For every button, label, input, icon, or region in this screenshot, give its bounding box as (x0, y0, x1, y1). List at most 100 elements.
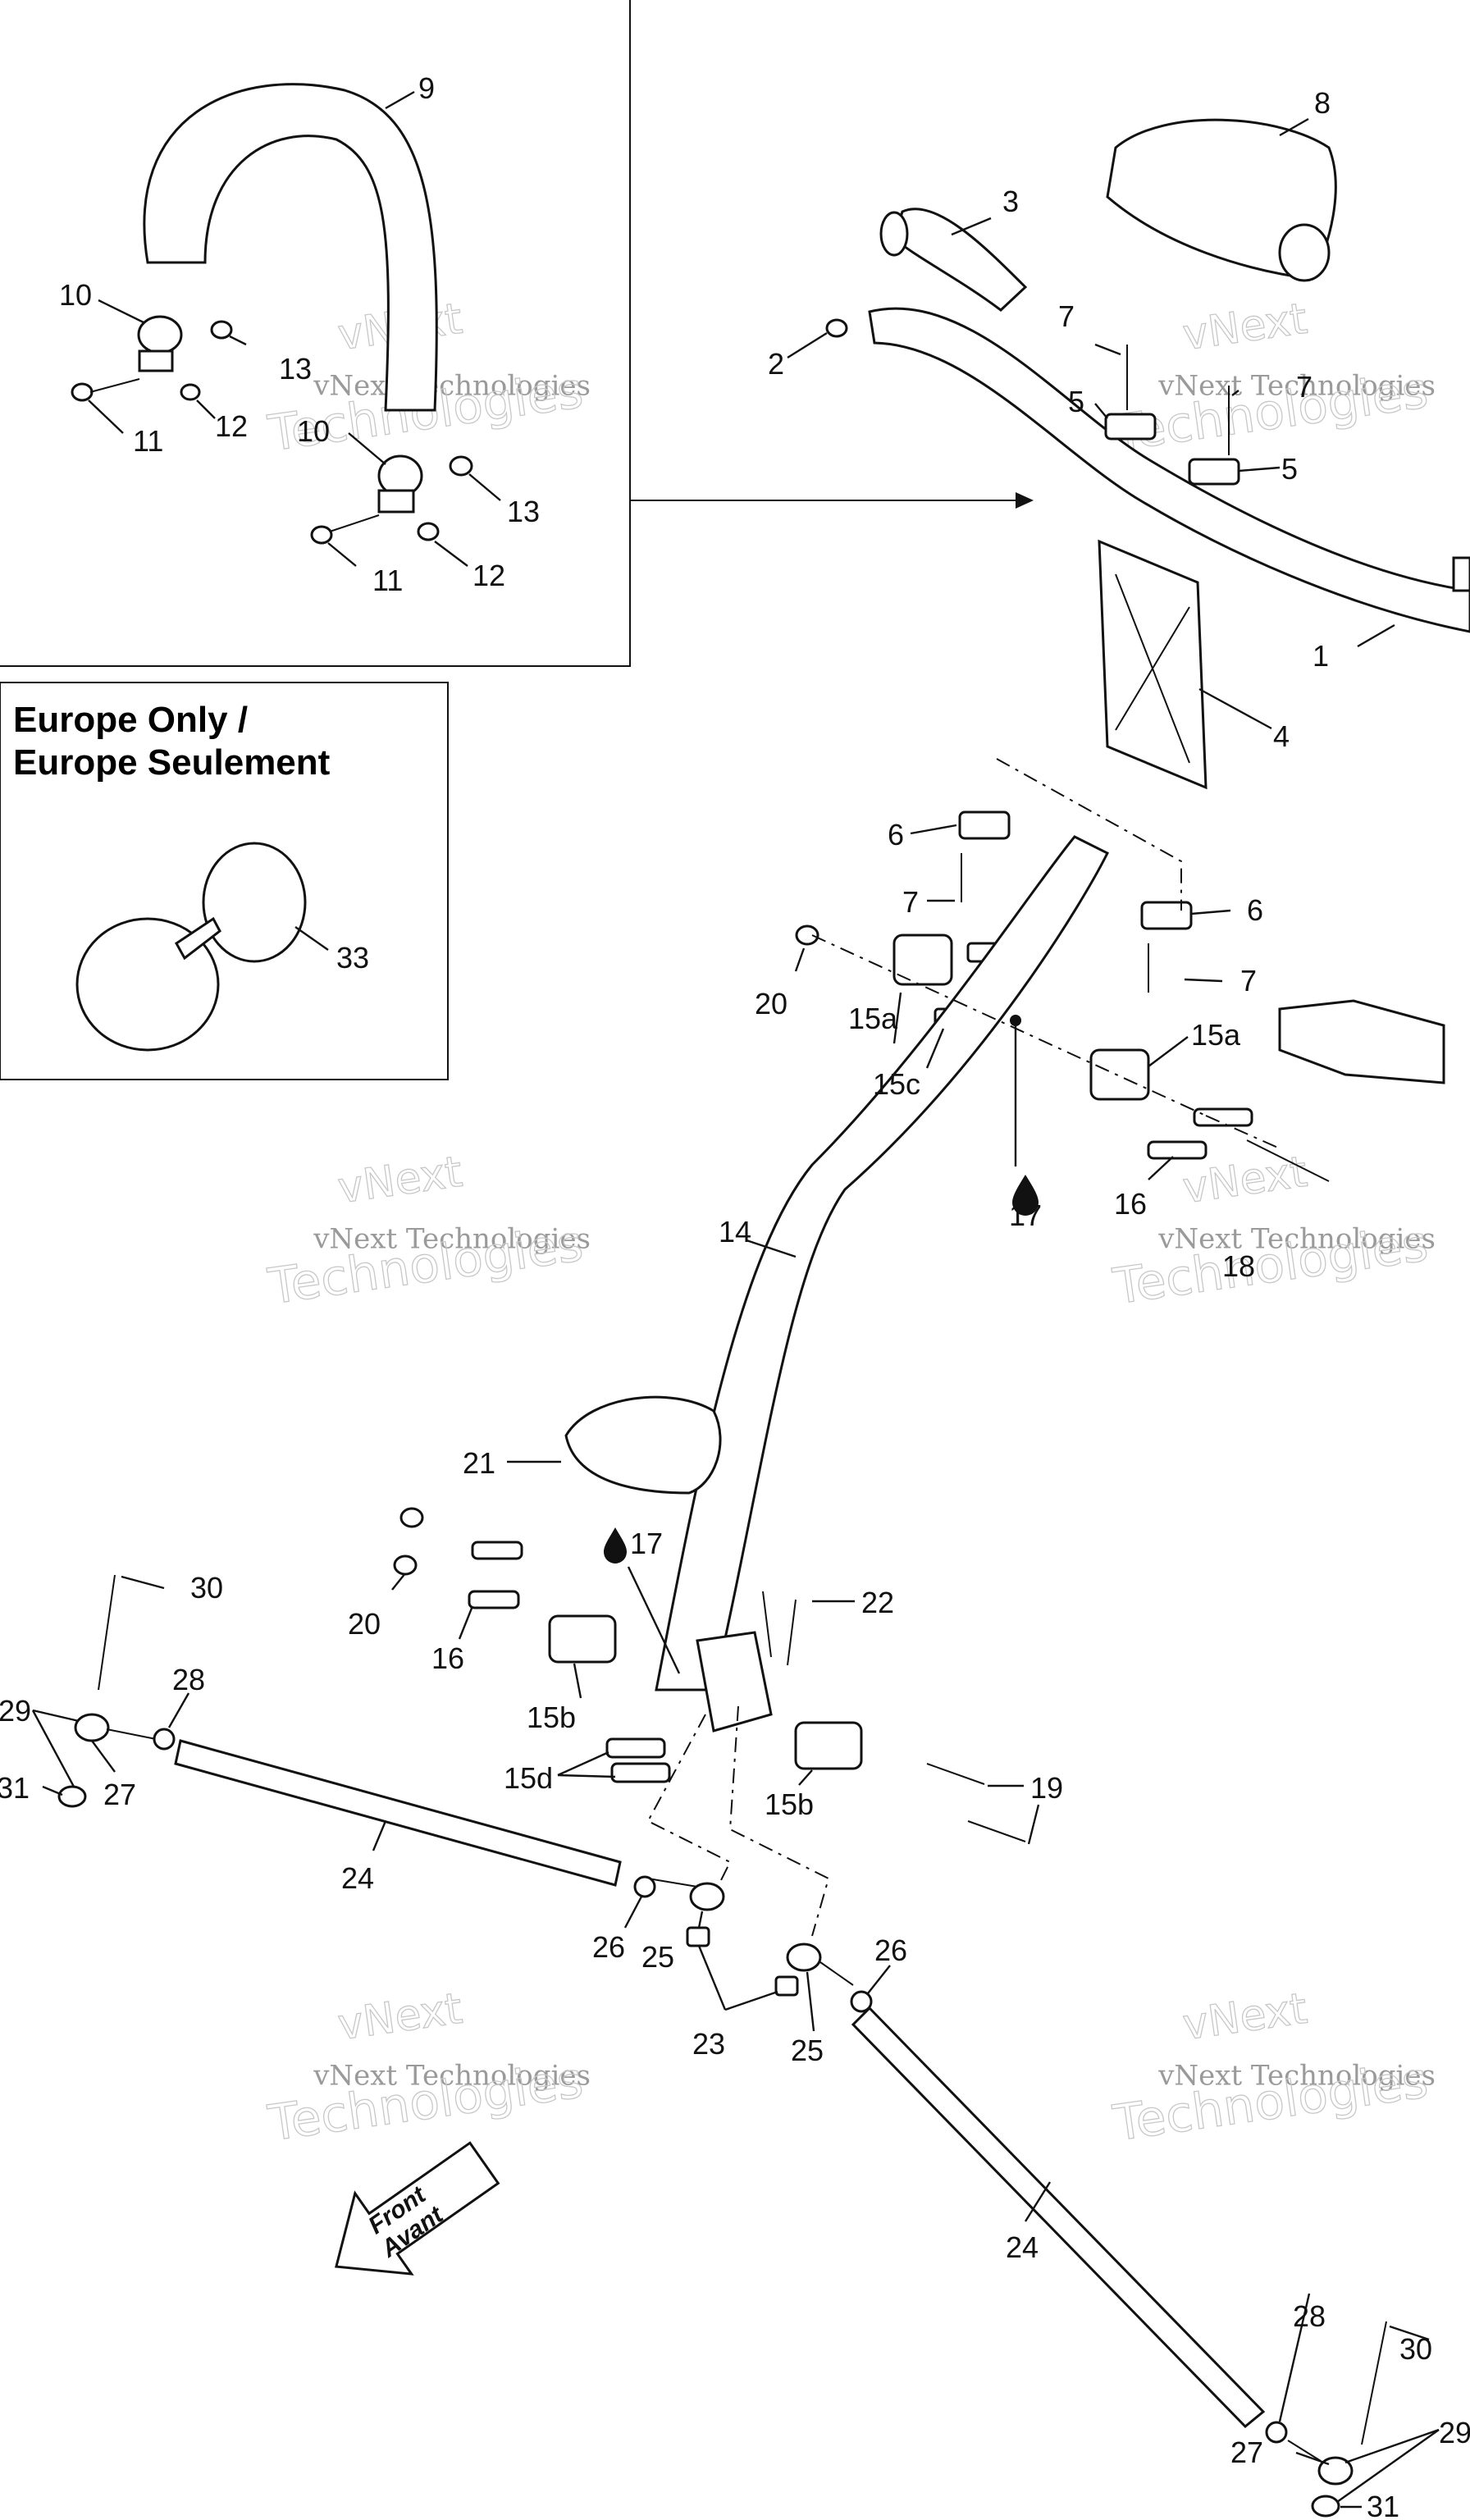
part-bolt-18 (1246, 1139, 1330, 1182)
part-nut-20b-1 (399, 1507, 424, 1528)
part-clamp-5b (1188, 458, 1240, 486)
part-bolt-30a (98, 1574, 116, 1691)
part-tie-rod-24b (851, 2006, 1266, 2429)
callout-12: 12 (472, 559, 505, 592)
part-cover-21 (564, 1395, 722, 1495)
callout-15d: 15d (504, 1761, 553, 1795)
part-clamp-10b (377, 454, 423, 514)
leader-lines (31, 90, 1440, 2509)
part-nut-31a (57, 1785, 87, 1808)
part-grip-3 (879, 208, 1028, 312)
callout-7: 7 (1240, 964, 1257, 998)
part-bolt-11b (310, 514, 380, 545)
part-pin-16a (1193, 1107, 1253, 1127)
callout-30: 30 (1399, 2332, 1432, 2366)
callout-30: 30 (190, 1571, 223, 1605)
part-nut-20a (795, 924, 819, 946)
part-nut-28b (1265, 2421, 1288, 2444)
callout-6: 6 (888, 818, 904, 851)
part-spacer-23b (774, 1975, 799, 1997)
front-direction-arrow: Front Avant (335, 2141, 500, 2276)
callout-11: 11 (133, 424, 163, 458)
part-riser-4-ribs (1115, 573, 1190, 764)
callout-16: 16 (431, 1641, 464, 1675)
part-clamp-5a (1104, 413, 1157, 441)
part-tie-rod-24a (174, 1739, 622, 1887)
callout-14: 14 (719, 1215, 751, 1249)
svg-text:vNext Technologies: vNext Technologies (1157, 369, 1436, 402)
svg-text:vNext Technologies: vNext Technologies (313, 2059, 591, 2092)
callout-3: 3 (1002, 185, 1019, 218)
callout-24: 24 (341, 1861, 374, 1895)
callout-11: 11 (372, 564, 403, 597)
callout-13: 13 (507, 495, 540, 528)
watermark: vNext vNext Technologies Technologies (1109, 1147, 1436, 1317)
inset-arrow-icon (1016, 492, 1034, 509)
watermark: vNext vNext Technologies Technologies (264, 1147, 591, 1317)
part-nut-26a (633, 1875, 656, 1898)
callout-1: 1 (1312, 639, 1329, 673)
part-nut-13b (449, 455, 473, 477)
part-tie-rod-end-25b (786, 1942, 854, 1986)
grease-drop-icon (604, 1527, 627, 1564)
part-pin-16b (1147, 1140, 1208, 1160)
part-spacer-12b (417, 522, 440, 541)
part-spacer-15d-b (610, 1762, 671, 1783)
part-steering-column-14 (655, 835, 1110, 1691)
part-bushing-15b-2 (794, 1721, 863, 1770)
part-bushing-15a-2 (1089, 1048, 1150, 1101)
part-spacer-15d-a (605, 1737, 666, 1759)
callout-5: 5 (1068, 385, 1084, 418)
callout-15b: 15b (527, 1701, 576, 1734)
part-nut-26b (850, 1990, 873, 2013)
part-nut-13a (210, 320, 233, 340)
part-plug-2 (825, 318, 848, 338)
callout-23: 23 (692, 2027, 725, 2061)
part-clamp-6a (958, 810, 1011, 840)
callout-16: 16 (1114, 1187, 1147, 1221)
callout-31: 31 (1367, 2490, 1399, 2520)
watermark-middle: vNext Technologies (313, 369, 591, 402)
callout-27: 27 (1230, 2436, 1263, 2469)
inset-panel-europe: Europe Only / Europe Seulement (0, 682, 449, 1080)
europe-title-line2: Europe Seulement (13, 742, 331, 783)
callout-25: 25 (791, 2034, 824, 2067)
part-plate-partial (1278, 999, 1445, 1084)
europe-title-line1: Europe Only / (13, 700, 248, 740)
svg-text:vNext: vNext (1180, 1984, 1310, 2051)
part-nut-31b (1311, 2495, 1340, 2518)
svg-text:vNext Technologies: vNext Technologies (1157, 2059, 1436, 2092)
callout-31: 31 (0, 1771, 30, 1805)
callout-28: 28 (172, 1663, 205, 1696)
part-brace-9 (143, 83, 438, 412)
callout-2: 2 (768, 347, 784, 381)
part-riser-4 (1098, 539, 1208, 790)
callout-22: 22 (861, 1586, 894, 1619)
callout-6: 6 (1247, 893, 1263, 927)
watermark: vNext vNext Technologies Technologies (1109, 1984, 1436, 2153)
callout-15c: 15c (873, 1067, 920, 1101)
part-pin-16d (468, 1590, 520, 1609)
centerline-bolt-18 (1205, 1115, 1281, 1149)
part-clamp-6b (1140, 901, 1193, 930)
callout-7: 7 (1058, 299, 1075, 333)
callout-15a: 15a (1191, 1018, 1241, 1052)
callout-17: 17 (630, 1527, 663, 1560)
part-bolt-19b (967, 1820, 1026, 1842)
part-tie-rod-end-27b (1287, 2440, 1354, 2486)
callout-9: 9 (418, 71, 435, 105)
part-bolt-22b (787, 1599, 797, 1666)
callout-5: 5 (1281, 452, 1298, 486)
callout-4: 4 (1273, 719, 1290, 753)
callout-26: 26 (874, 1933, 907, 1967)
callout-7: 7 (902, 885, 919, 919)
part-horn-33 (75, 842, 307, 1052)
callout-20: 20 (755, 987, 788, 1020)
part-bar-end-partial (1452, 556, 1470, 592)
grease-drop-icon (1012, 1175, 1039, 1216)
part-bushing-15b-1 (548, 1614, 617, 1664)
callout-15b: 15b (765, 1787, 814, 1821)
callout-29: 29 (1439, 2416, 1470, 2449)
callout-19: 19 (1030, 1771, 1063, 1805)
